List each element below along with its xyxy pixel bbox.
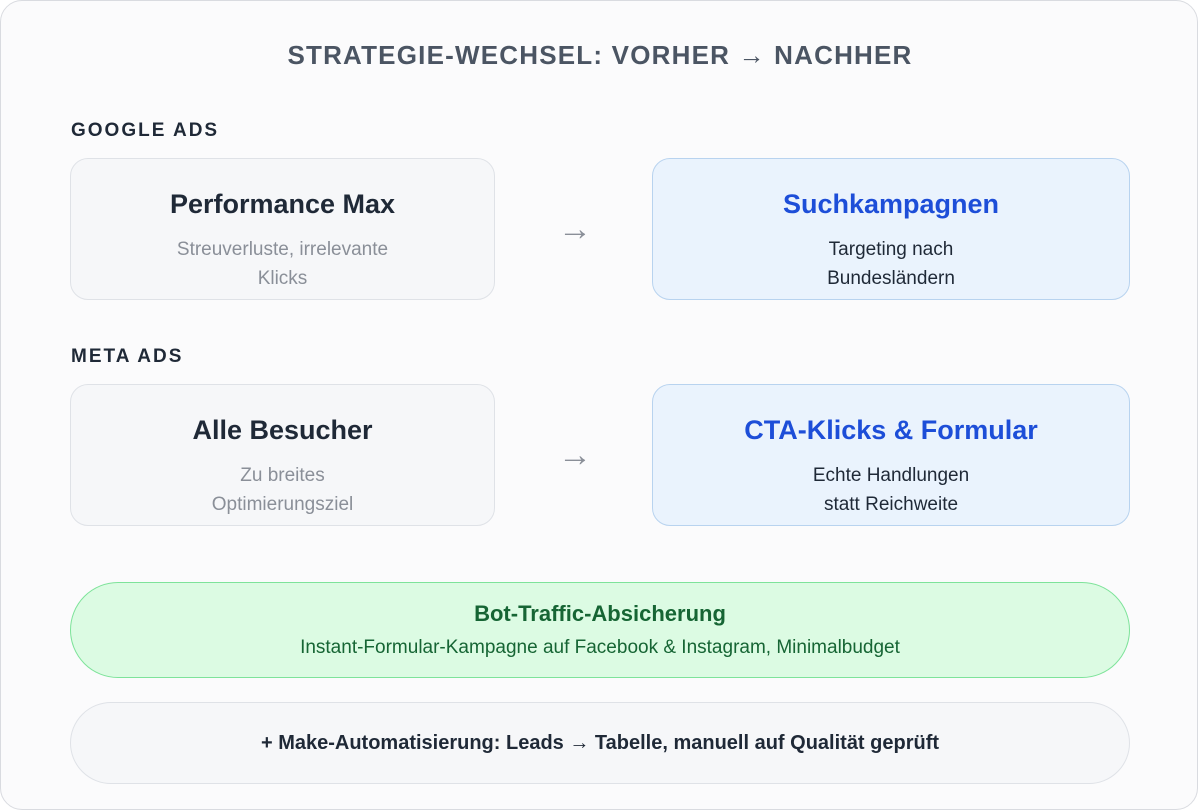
card-description-line: statt Reichweite — [823, 494, 959, 515]
bot-protection-description: Instant-Formular-Kampagne auf Facebook &… — [300, 637, 900, 658]
card-description-line: Zu breites — [240, 465, 325, 486]
automation-text: + Make-Automatisierung: Leads → Tabelle,… — [260, 732, 940, 754]
card-title: Suchkampagnen — [782, 189, 1000, 219]
card-description-line: Klicks — [257, 268, 308, 289]
card-description: Zu breites Optimierungsziel — [71, 461, 494, 519]
card-before-meta-ads: Alle Besucher Zu breites Optimierungszie… — [70, 384, 495, 526]
bot-protection-pill: Bot-Traffic-Absicherung Instant-Formular… — [70, 582, 1130, 678]
card-title: Alle Besucher — [192, 415, 373, 445]
card-description: Echte Handlungen statt Reichweite — [653, 461, 1129, 519]
arrow-right-icon: → — [558, 436, 592, 474]
card-description-line: Optimierungsziel — [211, 494, 354, 515]
card-description: Targeting nach Bundesländern — [653, 235, 1129, 293]
automation-pill: + Make-Automatisierung: Leads → Tabelle,… — [70, 702, 1130, 784]
card-description: Streuverluste, irrelevante Klicks — [71, 235, 494, 293]
card-after-meta-ads: CTA-Klicks & Formular Echte Handlungen s… — [652, 384, 1130, 526]
card-title: Performance Max — [169, 189, 396, 219]
page-title: STRATEGIE-WECHSEL: VORHER → NACHHER — [287, 40, 913, 70]
section-label-google-ads: GOOGLE ADS — [71, 120, 220, 141]
card-description-line: Streuverluste, irrelevante — [176, 239, 389, 260]
arrow-right-icon: → — [558, 210, 592, 248]
section-label-meta-ads: META ADS — [71, 346, 184, 367]
card-description-line: Targeting nach — [828, 239, 954, 260]
card-title: CTA-Klicks & Formular — [744, 415, 1038, 445]
card-after-google-ads: Suchkampagnen Targeting nach Bundeslände… — [652, 158, 1130, 300]
card-description-line: Bundesländern — [827, 268, 955, 289]
bot-protection-title: Bot-Traffic-Absicherung — [474, 601, 726, 626]
card-description-line: Echte Handlungen — [812, 465, 970, 486]
card-before-google-ads: Performance Max Streuverluste, irrelevan… — [70, 158, 495, 300]
